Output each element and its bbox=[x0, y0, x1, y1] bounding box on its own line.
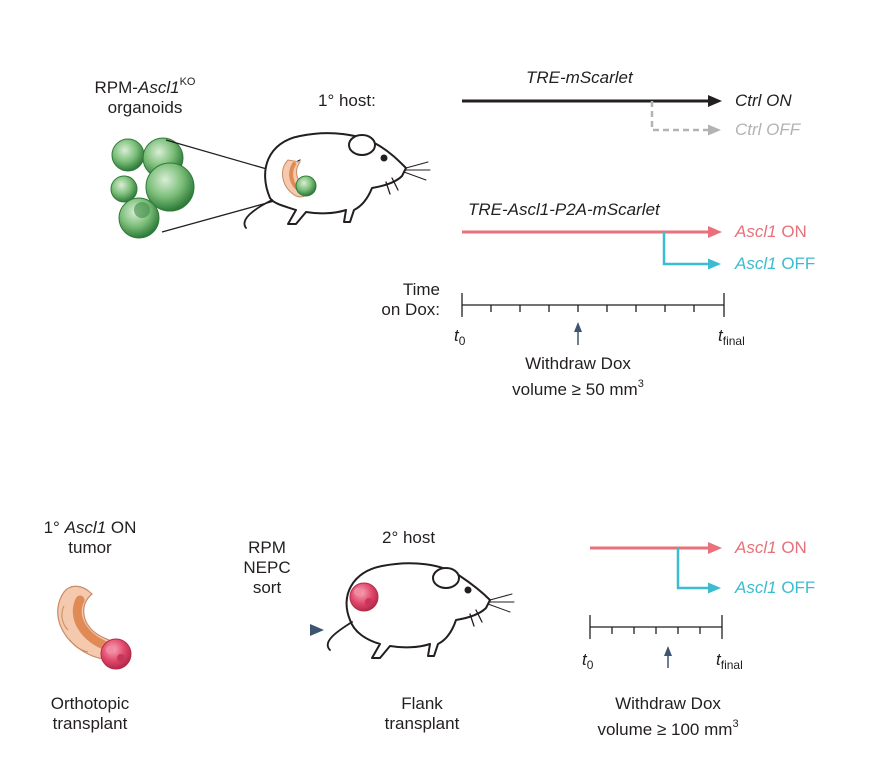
ascl1-on-arrow-bottom bbox=[590, 542, 722, 554]
withdraw-label-top: Withdraw Dox volume ≥ 50 mm3 bbox=[512, 354, 644, 399]
prostate-tissue-1 bbox=[281, 159, 317, 198]
t0-label-bottom: t0 bbox=[582, 650, 594, 672]
ctrl-off-arrow bbox=[650, 101, 721, 136]
t0-label-top: t0 bbox=[454, 326, 466, 348]
sort-arrow bbox=[210, 624, 324, 636]
organoids-label: RPM-Ascl1KO organoids bbox=[94, 76, 196, 117]
organoids-illustration bbox=[110, 137, 195, 239]
sort-label: RPM NEPC sort bbox=[243, 538, 291, 597]
time-axis-top bbox=[461, 293, 725, 317]
construct-ctrl-label: TRE-mScarlet bbox=[526, 68, 633, 87]
ctrl-off-label: Ctrl OFF bbox=[735, 120, 801, 139]
ctrl-on-label: Ctrl ON bbox=[735, 91, 792, 110]
tfinal-label-top: tfinal bbox=[718, 326, 745, 348]
host1-label: 1° host: bbox=[318, 91, 376, 110]
flank-tumor bbox=[349, 582, 379, 612]
tumor-label: 1° Ascl1 ON tumor bbox=[43, 518, 137, 557]
withdraw-arrow-top bbox=[574, 322, 582, 345]
construct-ascl1-label: TRE-Ascl1-P2A-mScarlet bbox=[468, 200, 660, 219]
ctrl-on-arrow bbox=[462, 95, 722, 107]
withdraw-arrow-bottom bbox=[664, 646, 672, 668]
ascl1-off-arrow-top bbox=[662, 232, 721, 270]
ascl1-off-label-bottom: Ascl1 OFF bbox=[735, 578, 816, 597]
host-mouse-1 bbox=[243, 132, 431, 229]
ascl1-off-arrow-bottom bbox=[676, 548, 721, 594]
host-mouse-2 bbox=[326, 562, 515, 659]
ascl1-on-arrow-top bbox=[462, 226, 722, 238]
host2-label: 2° host bbox=[382, 528, 436, 547]
ascl1-on-label-bottom: Ascl1 ON bbox=[735, 538, 807, 557]
ascl1-on-label-top: Ascl1 ON bbox=[735, 222, 807, 241]
withdraw-label-bottom: Withdraw Dox volume ≥ 100 mm3 bbox=[597, 694, 739, 739]
orthotopic-tumor-illustration bbox=[57, 585, 132, 670]
tfinal-label-bottom: tfinal bbox=[716, 650, 743, 672]
time-axis-bottom bbox=[589, 615, 723, 639]
ascl1-off-label-top: Ascl1 OFF bbox=[735, 254, 816, 273]
